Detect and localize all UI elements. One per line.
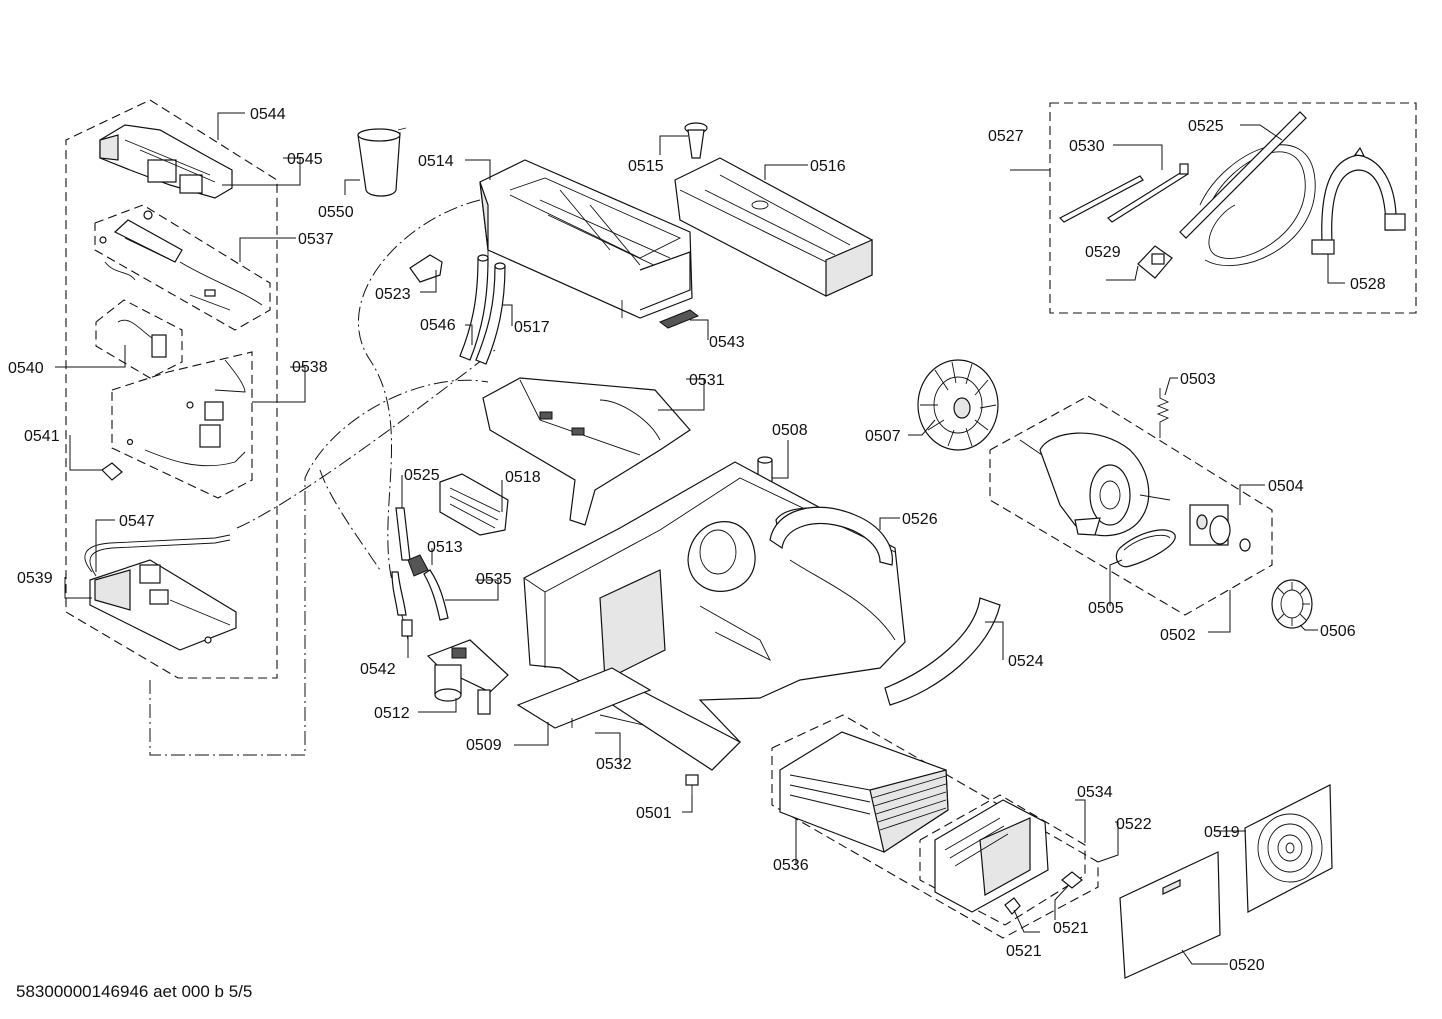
part-0521-clips <box>1004 871 1083 915</box>
part-0523-clip <box>409 254 443 283</box>
part-0534-frame <box>934 799 1049 913</box>
part-0519-cover <box>1244 784 1333 913</box>
label-0517: 0517 <box>514 319 550 336</box>
part-0541-clip <box>101 462 123 481</box>
part-0501-screw <box>685 774 699 795</box>
part-0546-0517-hoses <box>459 254 506 365</box>
part-0540-connector <box>117 319 167 358</box>
label-0529: 0529 <box>1085 244 1121 261</box>
label-0509: 0509 <box>466 737 502 754</box>
label-0508: 0508 <box>772 422 808 439</box>
label-0547: 0547 <box>119 513 155 530</box>
part-0516-water-tank <box>674 157 873 297</box>
part-0520-door-flap <box>1119 851 1221 979</box>
label-0550: 0550 <box>318 204 354 221</box>
part-0544-module <box>99 124 233 199</box>
part-0509-plate <box>516 667 652 729</box>
part-0505-belt <box>1115 529 1176 568</box>
accessory-kit-boundary <box>1049 102 1417 314</box>
left-electronics-group <box>65 99 278 679</box>
label-0543: 0543 <box>709 334 745 351</box>
label-0535: 0535 <box>476 571 512 588</box>
part-0506-blower-wheel <box>1271 579 1313 629</box>
label-0538: 0538 <box>292 359 328 376</box>
label-0522: 0522 <box>1116 816 1152 833</box>
label-0507: 0507 <box>865 428 901 445</box>
label-0512: 0512 <box>374 705 410 722</box>
part-0539-control-board <box>89 559 237 651</box>
label-0525-kit: 0525 <box>1188 118 1224 135</box>
label-0536: 0536 <box>773 857 809 874</box>
label-0523: 0523 <box>375 286 411 303</box>
part-0518-cover <box>439 473 509 536</box>
label-0540: 0540 <box>8 360 44 377</box>
part-0524-seal-strip <box>884 597 1001 706</box>
label-0513: 0513 <box>427 539 463 556</box>
part-0536-condenser <box>779 731 949 853</box>
label-0545: 0545 <box>287 151 323 168</box>
part-0538-assembly <box>126 359 246 467</box>
label-0506: 0506 <box>1320 623 1356 640</box>
label-0505: 0505 <box>1088 600 1124 617</box>
label-0534: 0534 <box>1077 784 1113 801</box>
part-0543-filter <box>658 309 700 329</box>
part-0531-duct <box>482 377 691 526</box>
label-0546: 0546 <box>420 317 456 334</box>
label-0519: 0519 <box>1204 824 1240 841</box>
label-0516: 0516 <box>810 158 846 175</box>
label-0501: 0501 <box>636 805 672 822</box>
label-0502: 0502 <box>1160 627 1196 644</box>
part-0547-hose <box>84 534 231 573</box>
label-0521-left: 0521 <box>1006 943 1042 960</box>
motor-group-boundary <box>989 395 1273 616</box>
part-0526-drum-seal <box>769 506 893 566</box>
label-0544: 0544 <box>250 106 286 123</box>
part-0503-spring <box>1156 388 1170 438</box>
accessory-kit-group <box>1049 102 1417 314</box>
part-0537-assembly <box>99 210 263 311</box>
label-0504: 0504 <box>1268 478 1304 495</box>
label-0532: 0532 <box>596 756 632 773</box>
label-0524: 0524 <box>1008 653 1044 670</box>
label-0539: 0539 <box>17 570 53 587</box>
part-0507-fan-wheel <box>917 359 999 451</box>
label-0542: 0542 <box>360 661 396 678</box>
part-0504-motor <box>1019 432 1171 537</box>
part-labels: 0544 0545 0537 0540 0538 0541 0547 0539 … <box>8 106 1386 974</box>
label-0503: 0503 <box>1180 371 1216 388</box>
label-0530: 0530 <box>1069 138 1105 155</box>
part-0512-pump <box>426 639 509 715</box>
part-0515-cap <box>684 122 708 159</box>
label-0541: 0541 <box>24 428 60 445</box>
left-group-boundary <box>65 99 278 679</box>
label-0531: 0531 <box>689 372 725 389</box>
label-0514: 0514 <box>418 153 454 170</box>
label-0515: 0515 <box>628 158 664 175</box>
part-0529-plug <box>1137 245 1173 279</box>
part-0550-cup <box>357 127 407 197</box>
label-0537: 0537 <box>298 231 334 248</box>
label-0528: 0528 <box>1350 276 1386 293</box>
label-0520: 0520 <box>1229 957 1265 974</box>
part-0525-hose-small <box>391 507 449 621</box>
label-0526: 0526 <box>902 511 938 528</box>
routing-line-left <box>149 349 496 756</box>
document-reference: 58300000146946 aet 000 b 5/5 <box>16 982 252 1001</box>
leader-lines <box>55 112 1345 965</box>
part-0542-nozzle <box>401 619 413 637</box>
label-0527: 0527 <box>988 128 1024 145</box>
label-0521-right: 0521 <box>1053 920 1089 937</box>
part-0514-condensate-housing <box>479 159 693 319</box>
label-0525-hose: 0525 <box>404 467 440 484</box>
heat-exchanger-boundary <box>771 714 1099 939</box>
part-0504-pulley <box>1189 504 1251 552</box>
label-0518: 0518 <box>505 469 541 486</box>
